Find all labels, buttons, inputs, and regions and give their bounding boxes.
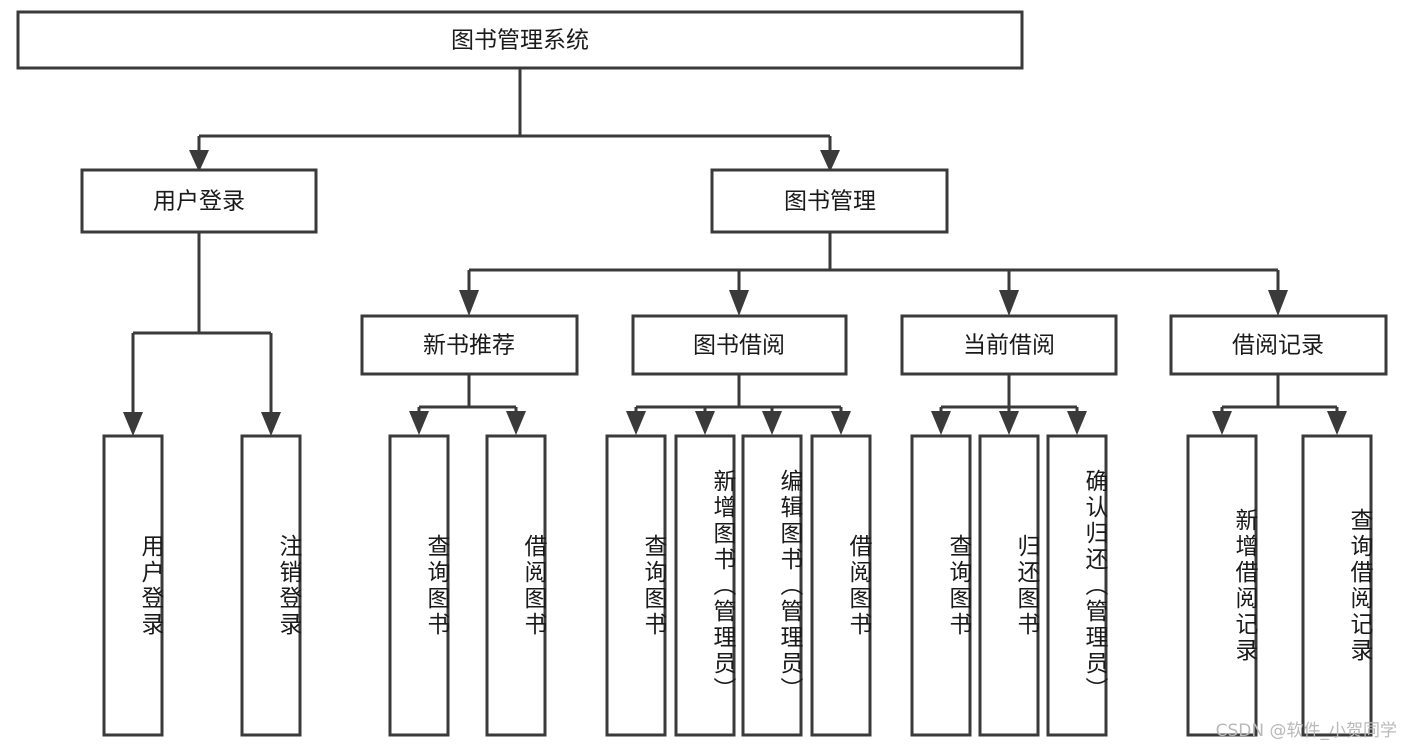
leaf-confirm-return-box[interactable] [1046, 434, 1108, 737]
node-borrow-record-label: 借阅记录 [1232, 333, 1324, 359]
node-book-manage-label: 图书管理 [784, 189, 876, 215]
arrow-leaf-query-book-2 [626, 411, 646, 435]
leaf-borrow-book-1-box[interactable] [485, 434, 547, 737]
leaf-return-book-box[interactable] [978, 434, 1040, 737]
arrow-leaf-query-record [1327, 411, 1347, 435]
leaf-query-book-2-box[interactable] [605, 434, 667, 737]
arrow-leaf-query-book-1 [409, 411, 429, 435]
node-user-login-label: 用户登录 [153, 189, 245, 215]
arrow-leaf-edit-book [762, 411, 782, 435]
arrow-leaf-user-login [123, 412, 143, 436]
node-new-book-rec-box[interactable] [360, 314, 579, 376]
leaf-query-book-1-box[interactable] [388, 434, 450, 737]
arrow-leaf-return-book [999, 411, 1019, 435]
arrow-leaf-confirm-return [1067, 411, 1087, 435]
node-book-borrow-box[interactable] [631, 314, 848, 376]
leaf-edit-book-box[interactable] [741, 434, 803, 737]
arrow-to-book-borrow [729, 290, 749, 316]
arrow-leaf-user-logout [261, 412, 281, 436]
arrow-to-borrow-record [1268, 290, 1288, 316]
node-user-login-box[interactable] [80, 168, 318, 234]
leaf-add-book-box[interactable] [674, 434, 736, 737]
arrow-leaf-borrow-book-2 [831, 411, 851, 435]
node-layer: 图书管理系统 用户登录 图书管理 新书推荐 图书借阅 当前借阅 借阅记录 [16, 10, 1388, 737]
arrow-to-new-book-rec [459, 290, 479, 316]
arrow-leaf-add-book [695, 411, 715, 435]
leaf-add-record-box[interactable] [1186, 434, 1258, 737]
csdn-watermark: CSDN @软件_小贺同学 [1215, 721, 1397, 741]
node-current-borrow-box[interactable] [900, 314, 1118, 376]
arrow-leaf-add-record [1212, 411, 1232, 435]
arrow-to-user-login [189, 150, 209, 172]
node-book-manage-box[interactable] [710, 168, 949, 234]
node-root-label: 图书管理系统 [451, 28, 589, 54]
leaf-query-book-3-box[interactable] [910, 434, 972, 737]
arrow-to-current-borrow [999, 290, 1019, 316]
leaf-user-logout-box[interactable] [240, 434, 302, 737]
arrow-leaf-borrow-book-1 [506, 411, 526, 435]
node-root-box[interactable] [16, 10, 1024, 70]
connector-layer [123, 68, 1347, 436]
leaf-borrow-book-2-box[interactable] [810, 434, 872, 737]
node-new-book-rec-label: 新书推荐 [423, 333, 515, 359]
leaf-query-record-box[interactable] [1301, 434, 1373, 737]
node-book-borrow-label: 图书借阅 [693, 333, 785, 359]
arrow-to-book-manage [820, 150, 840, 172]
leaf-user-login-box[interactable] [102, 434, 164, 737]
node-borrow-record-box[interactable] [1169, 314, 1388, 376]
arrow-leaf-query-book-3 [931, 411, 951, 435]
node-current-borrow-label: 当前借阅 [963, 333, 1055, 359]
